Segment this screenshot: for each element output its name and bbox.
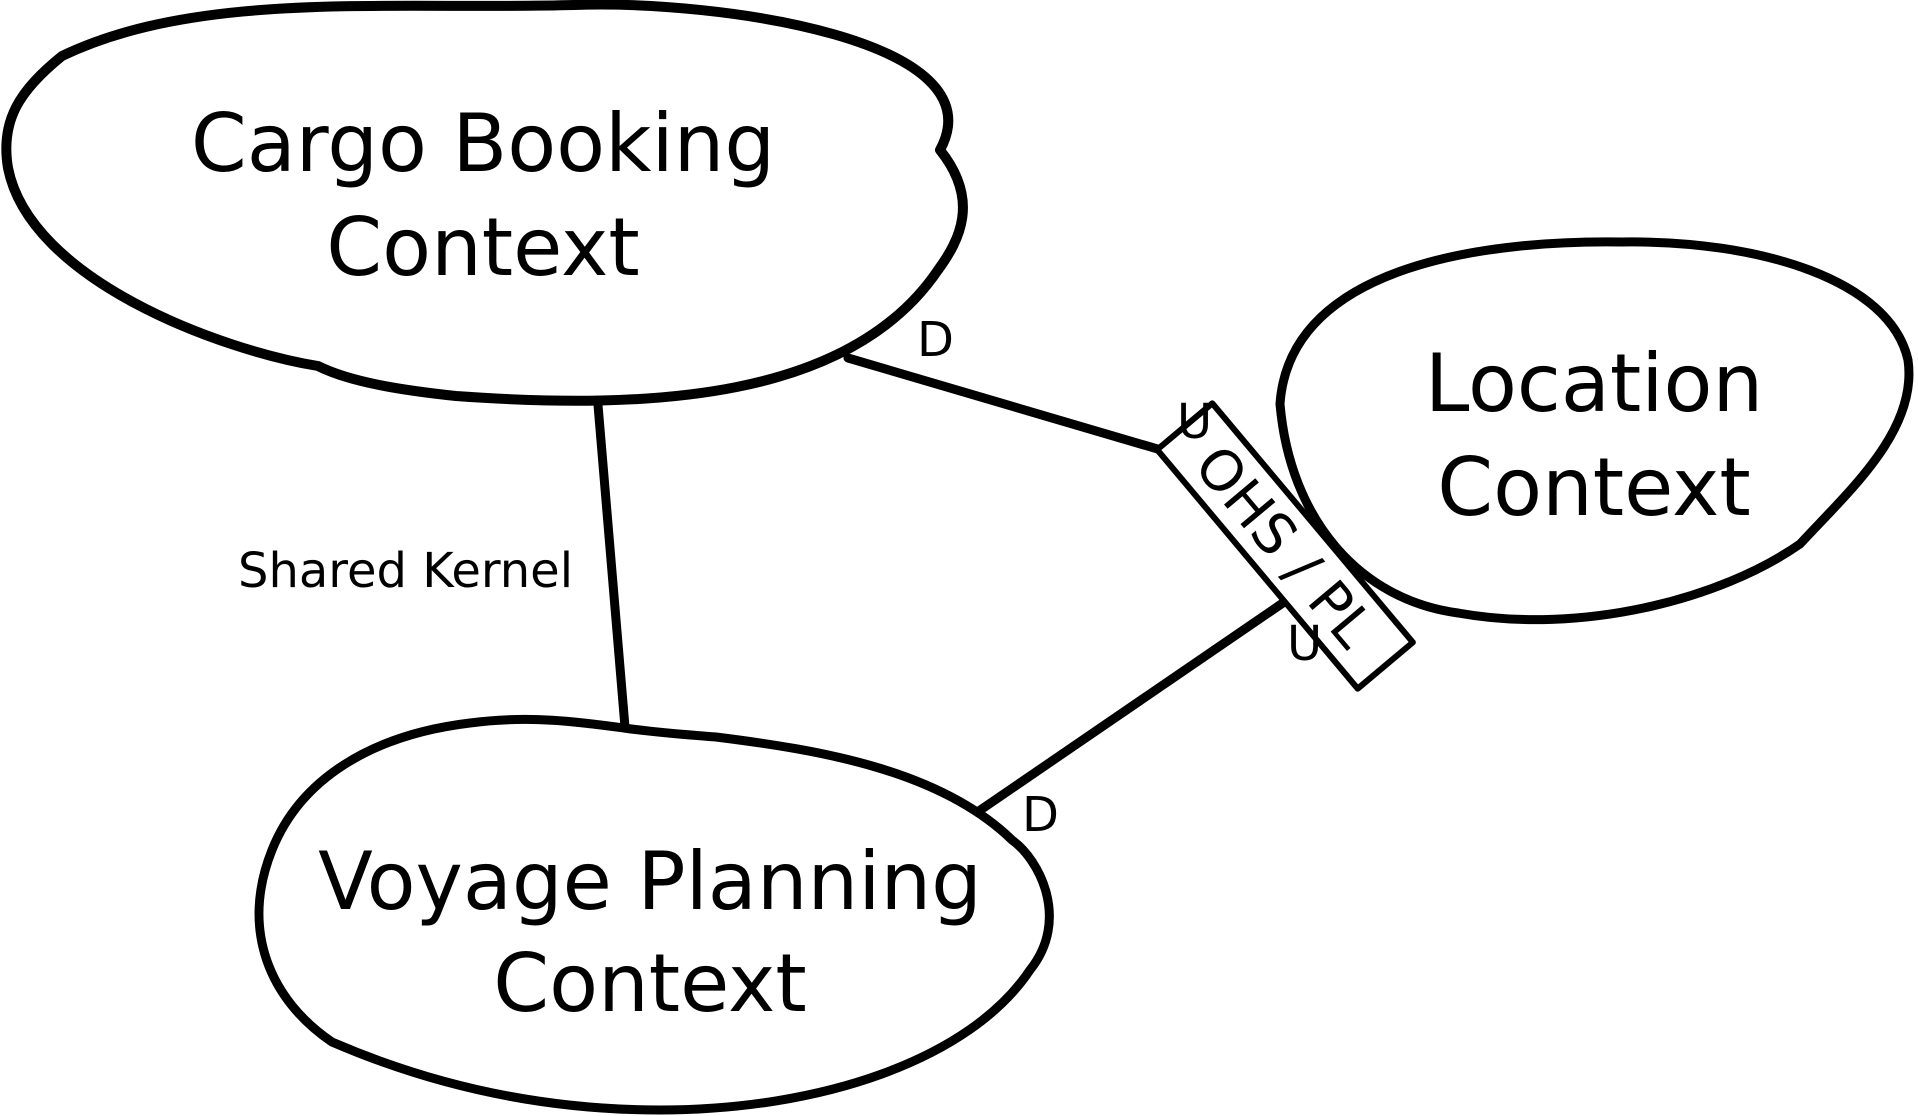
cargo-booking-title-line2: Context bbox=[326, 201, 639, 294]
voyage-upstream-label: U bbox=[1287, 616, 1322, 672]
voyage-downstream-label: D bbox=[1022, 787, 1059, 843]
voyage-planning-context-shape[interactable] bbox=[254, 714, 1054, 1115]
location-context-shape[interactable] bbox=[1275, 237, 1914, 625]
voyage-location-line bbox=[971, 578, 1317, 818]
ohs-pl-interface-box bbox=[1154, 400, 1416, 692]
shared-kernel-line bbox=[593, 400, 630, 732]
cargo-booking-title-line1: Cargo Booking bbox=[191, 97, 775, 190]
cargo-booking-context-shape[interactable] bbox=[1, 0, 968, 406]
cargo-location-line bbox=[843, 353, 1217, 470]
voyage-planning-title-line2: Context bbox=[493, 937, 806, 1030]
voyage-planning-title-line1: Voyage Planning bbox=[318, 835, 982, 928]
location-title-line1: Location bbox=[1425, 337, 1763, 430]
cargo-downstream-label: D bbox=[917, 312, 954, 368]
location-title-line2: Context bbox=[1437, 441, 1750, 534]
shared-kernel-label: Shared Kernel bbox=[238, 543, 573, 599]
cargo-upstream-label: U bbox=[1177, 394, 1212, 450]
